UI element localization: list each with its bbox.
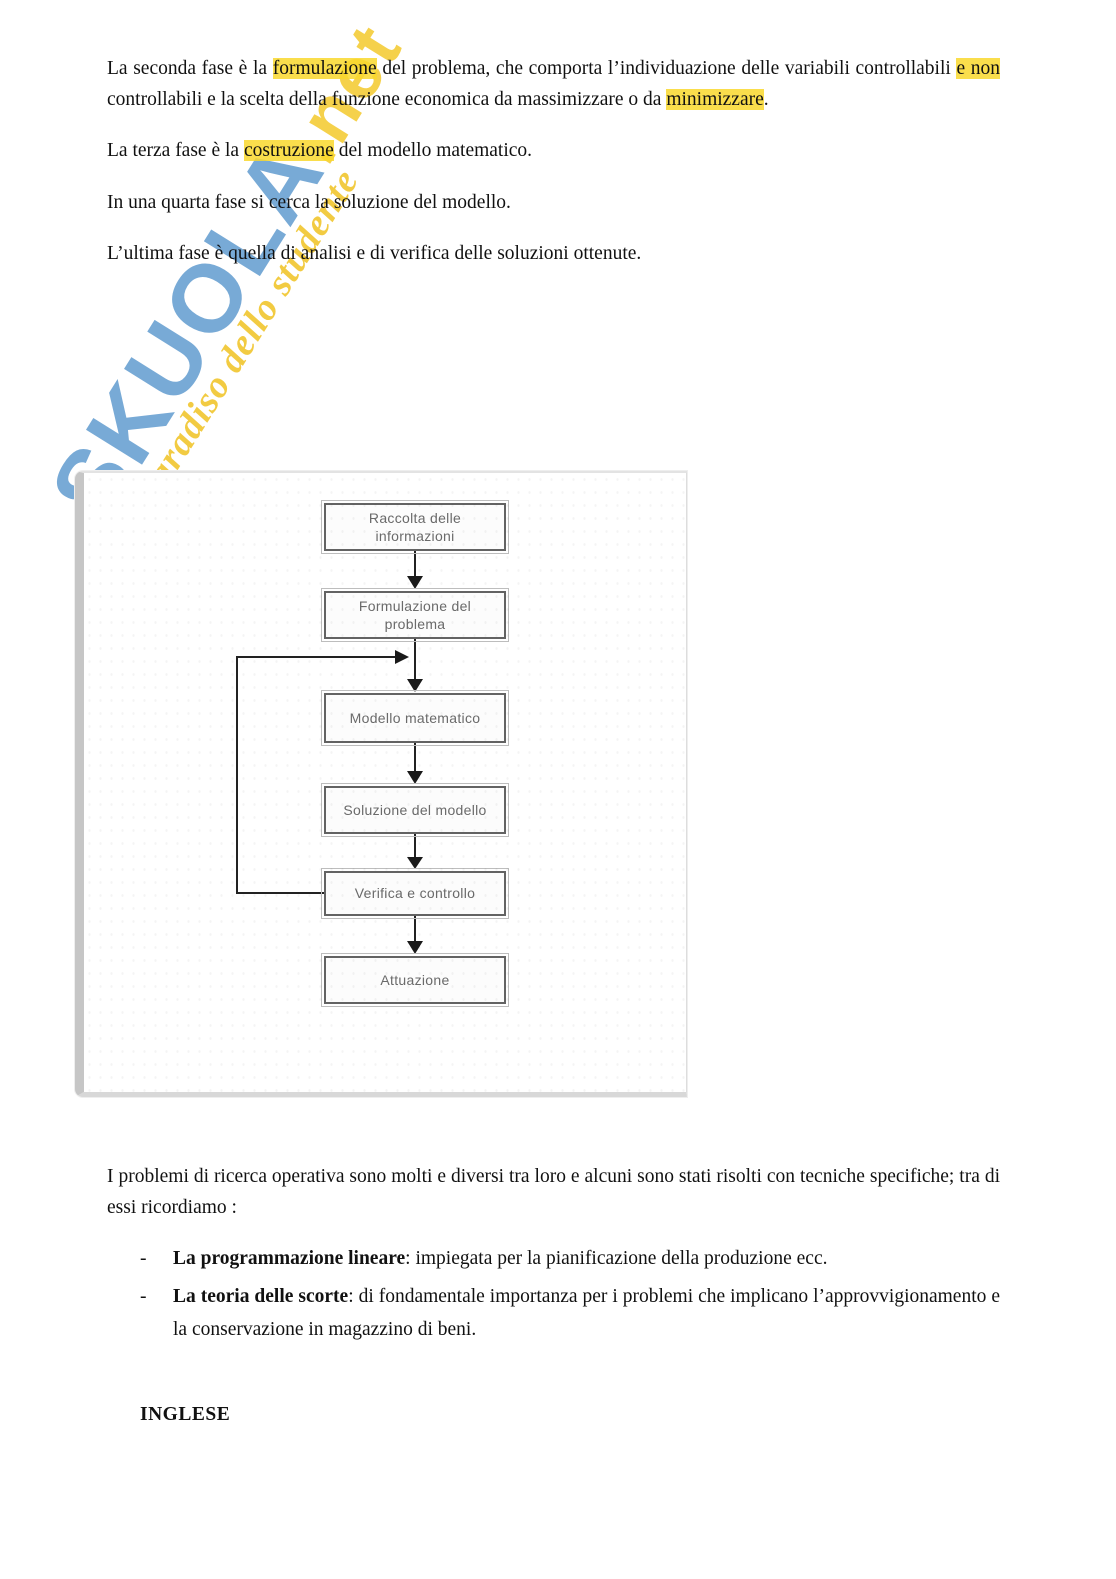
highlighted-text: costruzione	[243, 140, 334, 162]
arrow-down-icon	[407, 550, 423, 589]
list-marker: -	[140, 1248, 147, 1270]
page-content: La seconda fase è la formulazione del pr…	[75, 53, 1000, 1425]
text-segment: del problema, che comporta l’individuazi…	[376, 58, 957, 79]
flowchart-arrows	[236, 550, 423, 954]
paragraph-seconda-fase: La seconda fase è la formulazione del pr…	[107, 53, 1000, 115]
list-item-body: La teoria delle scorte: di fondamentale …	[173, 1281, 1000, 1345]
list-marker: -	[140, 1286, 147, 1308]
text-segment: La seconda fase è la	[107, 58, 273, 79]
section-heading-inglese: INGLESE	[140, 1403, 231, 1425]
text-segment: controllabili e la scelta della funzione…	[107, 89, 667, 111]
text-segment: del modello matematico.	[333, 140, 533, 162]
arrow-down-icon	[407, 638, 423, 692]
flowchart-figure: Raccolta delle informazioni Formulazione…	[75, 470, 687, 1097]
flowchart-box-verifica-controllo: Verifica e controllo	[321, 867, 509, 919]
list-item-text: : impiegata per la pianificazione della …	[405, 1248, 828, 1270]
paragraph-ultima-fase: L’ultima fase è quella di analisi e di v…	[107, 242, 642, 264]
list-item-term: La programmazione lineare	[173, 1248, 406, 1270]
feedback-arrow	[236, 649, 409, 894]
arrow-down-icon	[407, 915, 423, 954]
highlighted-text: e non	[956, 58, 1000, 79]
list-item: - La programmazione lineare: impiegata p…	[140, 1243, 1000, 1275]
flowchart-box-attuazione: Attuazione	[321, 952, 509, 1007]
flowchart-box-soluzione-modello: Soluzione del modello	[321, 782, 509, 837]
text-segment: .	[763, 89, 769, 111]
list-item-term: La teoria delle scorte	[173, 1286, 349, 1308]
paragraph-terza-fase: La terza fase è la costruzione del model…	[107, 135, 1000, 166]
bullet-list: - La programmazione lineare: impiegata p…	[140, 1243, 1000, 1346]
list-item: - La teoria delle scorte: di fondamental…	[140, 1281, 1000, 1345]
paragraph-quarta-fase: In una quarta fase si cerca la soluzione…	[107, 191, 511, 213]
flowchart-box-raccolta-informazioni: Raccolta delle informazioni	[321, 499, 509, 554]
list-item-body: La programmazione lineare: impiegata per…	[173, 1243, 1000, 1275]
highlighted-text: formulazione	[272, 58, 377, 79]
arrow-down-icon	[407, 833, 423, 869]
text-segment: La terza fase è la	[107, 140, 244, 162]
paragraph-problemi-ricerca: I problemi di ricerca operativa sono mol…	[107, 1165, 1000, 1219]
flowchart-box-formulazione-problema: Formulazione del problema	[321, 587, 509, 642]
highlighted-text: minimizzare	[666, 89, 764, 111]
list-item-text: : di fondamentale importanza per i probl…	[173, 1286, 1001, 1340]
flowchart-box-modello-matematico: Modello matematico	[321, 689, 509, 746]
arrow-down-icon	[407, 742, 423, 784]
